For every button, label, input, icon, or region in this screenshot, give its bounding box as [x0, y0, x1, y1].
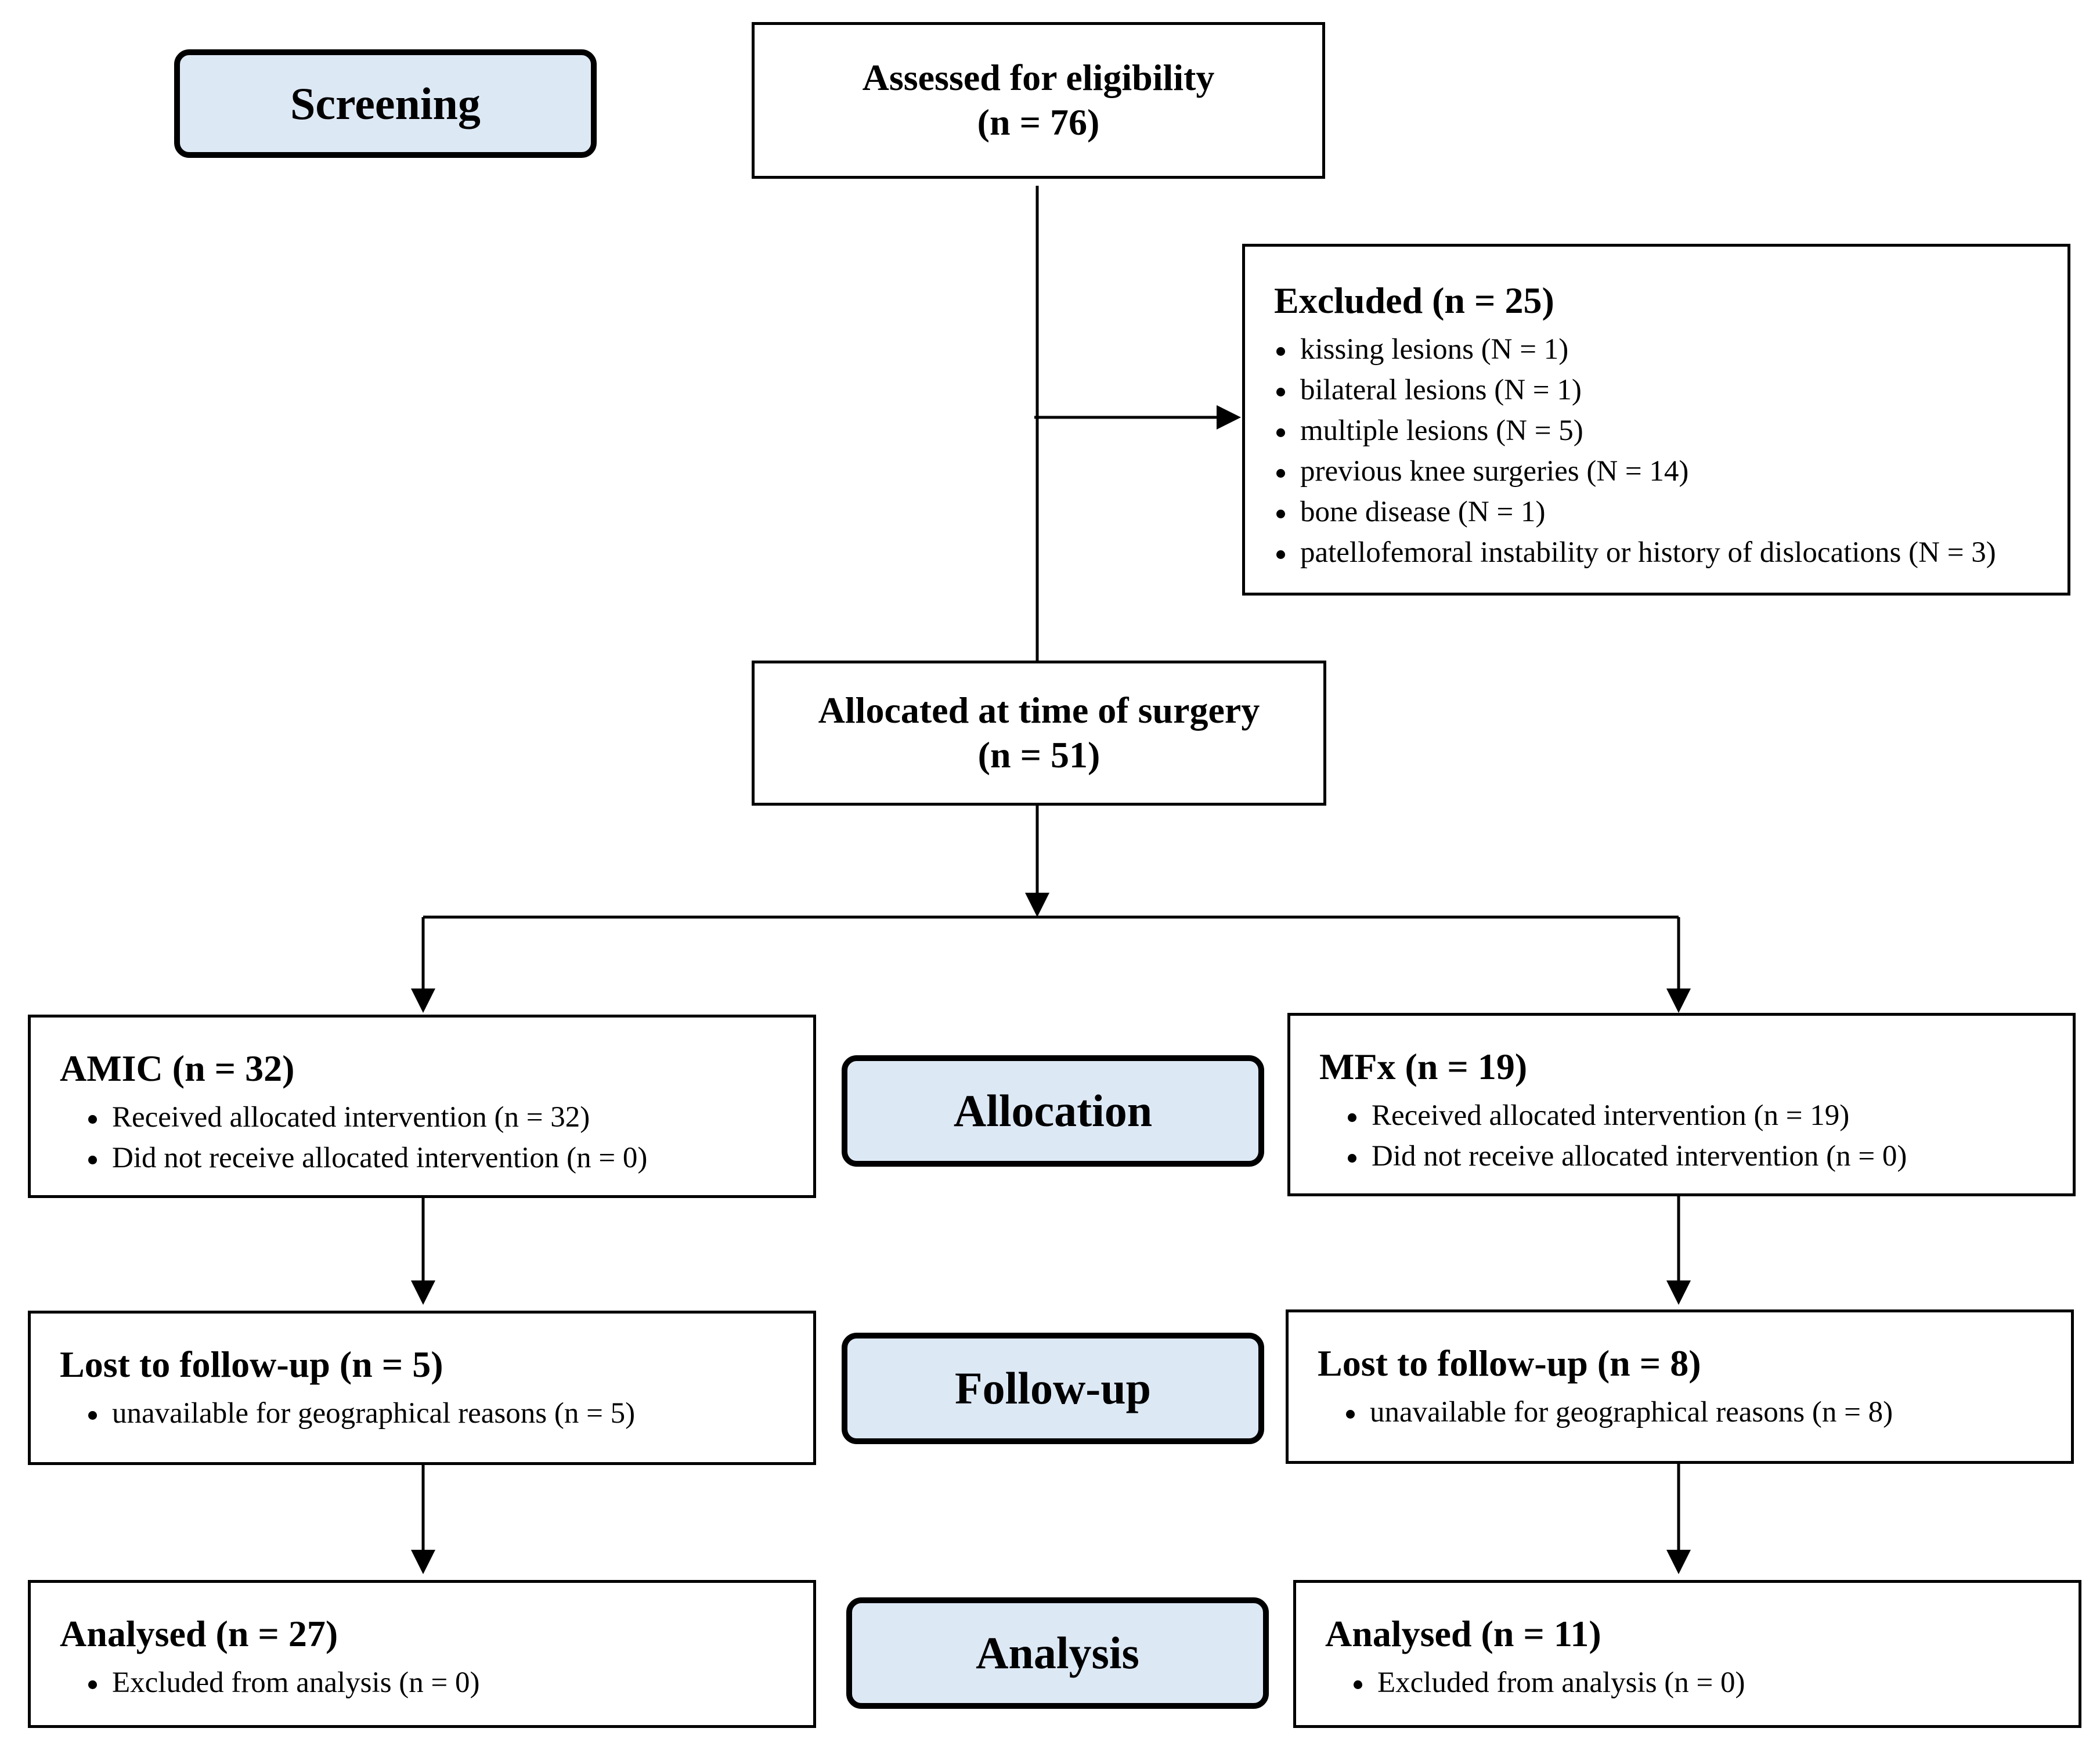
amic-analysis-item: Excluded from analysis (n = 0) — [86, 1662, 813, 1703]
allocated-title: Allocated at time of surgery — [818, 690, 1260, 731]
mfx-followup-title: Lost to follow-up (n = 8) — [1318, 1343, 1701, 1384]
amic-followup-title: Lost to follow-up (n = 5) — [60, 1344, 443, 1385]
assessed-box: Assessed for eligibility (n = 76) — [752, 22, 1325, 179]
excluded-item: kissing lesions (N = 1) — [1274, 329, 2067, 370]
arrowhead-mfx-followup — [1666, 1280, 1691, 1305]
arrowhead-amic-followup — [411, 1280, 435, 1305]
stage-screening: Screening — [174, 49, 597, 158]
arrowhead-mfx — [1666, 988, 1691, 1013]
mfx-analysis-title: Analysed (n = 11) — [1325, 1613, 1601, 1654]
excluded-item: patellofemoral instability or history of… — [1274, 532, 2067, 573]
mfx-allocation-box: MFx (n = 19) Received allocated interven… — [1287, 1013, 2076, 1196]
excluded-item: previous knee surgeries (N = 14) — [1274, 451, 2067, 492]
amic-followup-item: unavailable for geographical reasons (n … — [86, 1393, 813, 1434]
arrowhead-split — [1025, 893, 1049, 917]
mfx-allocation-title: MFx (n = 19) — [1319, 1046, 1528, 1087]
amic-analysis-box: Analysed (n = 27) Excluded from analysis… — [28, 1580, 816, 1728]
amic-allocation-item: Received allocated intervention (n = 32) — [86, 1097, 813, 1138]
mfx-allocation-item: Did not receive allocated intervention (… — [1345, 1136, 2073, 1177]
arrowhead-mfx-analysis — [1666, 1550, 1691, 1574]
excluded-item: multiple lesions (N = 5) — [1274, 410, 2067, 451]
allocated-box: Allocated at time of surgery (n = 51) — [752, 661, 1326, 806]
amic-followup-list: unavailable for geographical reasons (n … — [60, 1393, 813, 1434]
amic-allocation-item: Did not receive allocated intervention (… — [86, 1138, 813, 1178]
excluded-box: Excluded (n = 25) kissing lesions (N = 1… — [1242, 244, 2070, 596]
mfx-analysis-item: Excluded from analysis (n = 0) — [1351, 1662, 2079, 1703]
mfx-allocation-item: Received allocated intervention (n = 19) — [1345, 1095, 2073, 1136]
assessed-count: (n = 76) — [977, 102, 1100, 143]
amic-allocation-title: AMIC (n = 32) — [60, 1048, 295, 1089]
excluded-item: bone disease (N = 1) — [1274, 492, 2067, 532]
arrowhead-amic — [411, 988, 435, 1013]
stage-analysis-label: Analysis — [976, 1628, 1139, 1678]
mfx-followup-list: unavailable for geographical reasons (n … — [1318, 1392, 2071, 1433]
assessed-title: Assessed for eligibility — [862, 57, 1215, 99]
amic-analysis-list: Excluded from analysis (n = 0) — [60, 1662, 813, 1703]
stage-allocation: Allocation — [842, 1055, 1264, 1167]
stage-allocation-label: Allocation — [953, 1085, 1153, 1136]
amic-analysis-title: Analysed (n = 27) — [60, 1613, 338, 1654]
mfx-followup-box: Lost to follow-up (n = 8) unavailable fo… — [1286, 1309, 2074, 1464]
excluded-title: Excluded (n = 25) — [1274, 280, 1554, 321]
arrowhead-amic-analysis — [411, 1550, 435, 1574]
stage-follow-up: Follow-up — [842, 1333, 1264, 1444]
stage-screening-label: Screening — [290, 78, 481, 129]
mfx-analysis-box: Analysed (n = 11) Excluded from analysis… — [1293, 1580, 2081, 1728]
arrowhead-excluded — [1217, 405, 1241, 430]
excluded-item: bilateral lesions (N = 1) — [1274, 370, 2067, 410]
mfx-analysis-list: Excluded from analysis (n = 0) — [1325, 1662, 2079, 1703]
amic-allocation-box: AMIC (n = 32) Received allocated interve… — [28, 1015, 816, 1198]
allocated-count: (n = 51) — [977, 734, 1100, 775]
amic-allocation-list: Received allocated intervention (n = 32)… — [60, 1097, 813, 1178]
excluded-list: kissing lesions (N = 1) bilateral lesion… — [1274, 329, 2067, 573]
stage-follow-up-label: Follow-up — [954, 1363, 1152, 1413]
amic-followup-box: Lost to follow-up (n = 5) unavailable fo… — [28, 1311, 816, 1465]
mfx-followup-item: unavailable for geographical reasons (n … — [1344, 1392, 2071, 1433]
stage-analysis: Analysis — [846, 1597, 1269, 1709]
mfx-allocation-list: Received allocated intervention (n = 19)… — [1319, 1095, 2073, 1177]
